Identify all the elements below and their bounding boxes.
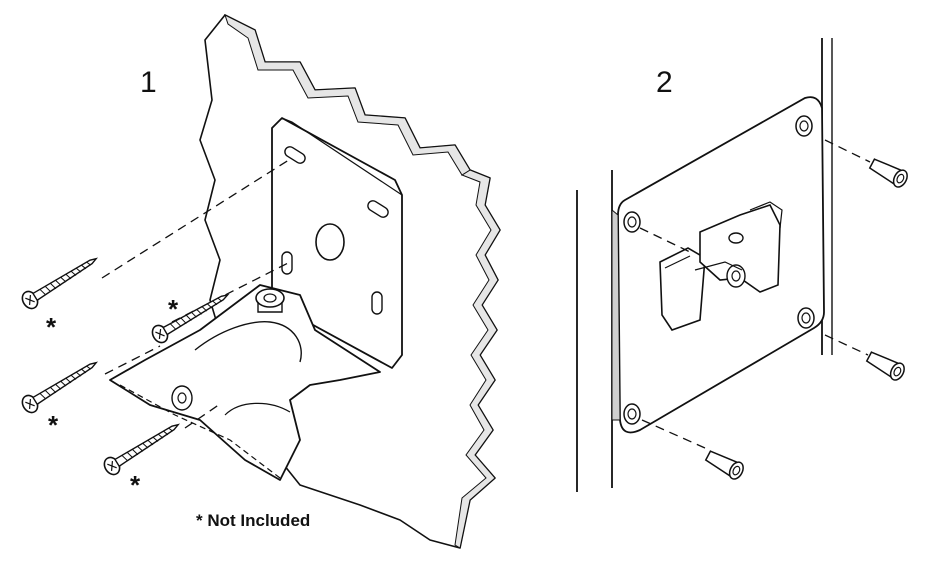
bolt-icon (867, 154, 911, 191)
asterisk-icon: * (168, 294, 179, 324)
bolt-icon (864, 347, 908, 384)
step-2-illustration (576, 38, 911, 492)
screw-icon (18, 250, 102, 313)
screw-icon (100, 416, 184, 479)
step-1-number: 1 (140, 66, 157, 99)
asterisk-icon: * (48, 410, 59, 440)
asterisk-icon: * (46, 312, 57, 342)
bracket-clamp (109, 284, 381, 481)
screw-icon (18, 354, 102, 417)
bolt-icon (703, 446, 747, 483)
asterisk-icon: * (130, 470, 141, 500)
step-2-number: 2 (656, 66, 673, 99)
not-included-legend: * Not Included (196, 511, 311, 530)
step-1-illustration (18, 14, 501, 549)
plate-clamp (659, 247, 706, 331)
